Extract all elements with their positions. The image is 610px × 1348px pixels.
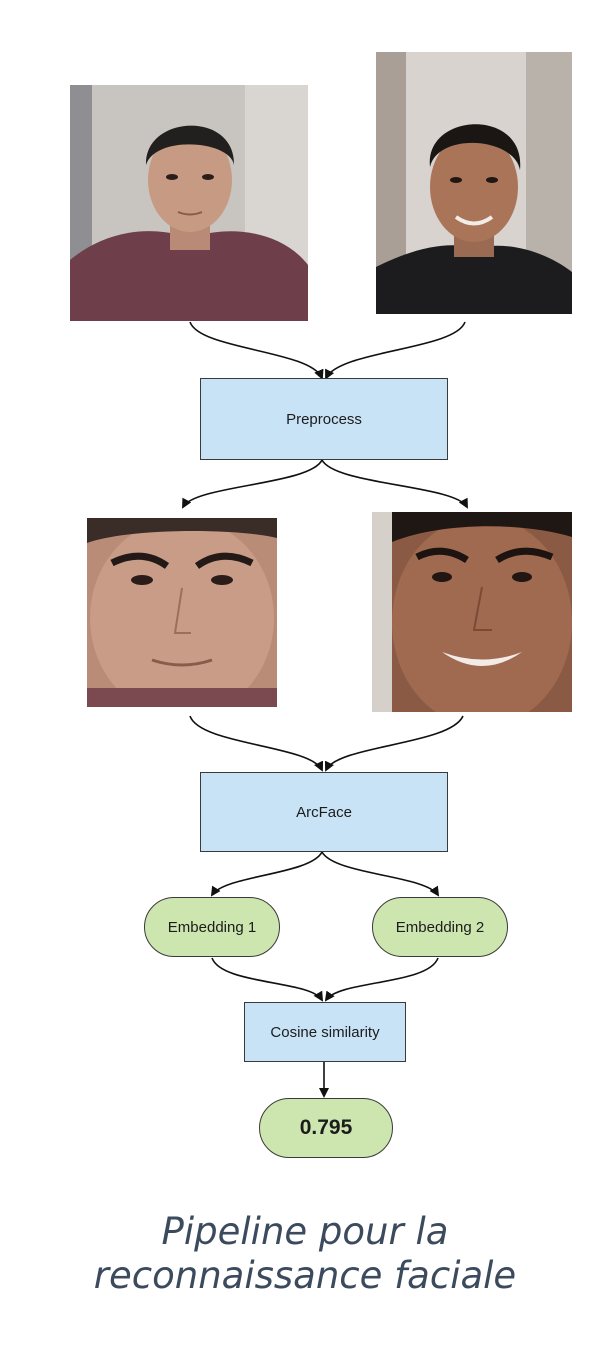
embedding-2-node: Embedding 2	[372, 897, 508, 957]
arrow-preprocess-to-crop1	[182, 459, 323, 509]
caption-line-1: Pipeline pour la	[161, 1210, 449, 1253]
figure-caption: Pipeline pour la reconnaissance faciale	[0, 1210, 610, 1299]
arrow-preprocess-to-crop2	[321, 459, 468, 509]
arrow-crop2-to-arcface	[324, 715, 464, 772]
caption-line-2: reconnaissance faciale	[93, 1254, 517, 1298]
arrow-emb1-to-cosine	[211, 957, 324, 1002]
embedding-2-label: Embedding 2	[395, 918, 485, 936]
preprocess-label: Preprocess	[286, 410, 362, 428]
arrow-arcface-to-emb2	[321, 851, 440, 897]
cosine-similarity-label: Cosine similarity	[270, 1023, 380, 1041]
preprocess-node: Preprocess	[200, 378, 448, 460]
similarity-score-value: 0.795	[299, 1116, 353, 1139]
similarity-score-node: 0.795	[259, 1098, 393, 1158]
arcface-label: ArcFace	[296, 803, 352, 821]
arcface-node: ArcFace	[200, 772, 448, 852]
face-photo-2	[376, 52, 572, 314]
arrow-arcface-to-emb1	[210, 851, 323, 897]
arrow-emb2-to-cosine	[324, 957, 439, 1002]
arrow-photo1-to-preprocess	[189, 321, 324, 380]
arrow-photo2-to-preprocess	[325, 321, 466, 380]
cosine-similarity-node: Cosine similarity	[244, 1002, 406, 1062]
face-photo-1	[70, 85, 308, 321]
embedding-1-label: Embedding 1	[167, 918, 257, 936]
embedding-1-node: Embedding 1	[144, 897, 280, 957]
aligned-face-crop-1	[87, 518, 277, 707]
aligned-face-crop-2	[372, 512, 572, 712]
arrow-crop1-to-arcface	[189, 715, 324, 772]
